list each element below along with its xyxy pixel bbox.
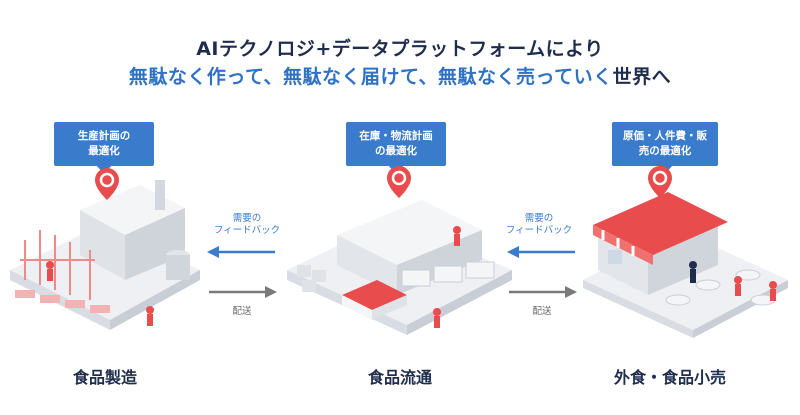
heading-line1: AIテクノロジ+データプラットフォームにより xyxy=(196,38,604,60)
bubble-line: 在庫・物流計画 xyxy=(359,130,433,142)
warehouse-illustration xyxy=(287,166,512,335)
feedback-label-2: 需要の フィードバック xyxy=(496,213,582,237)
stage-bubble-distribution: 在庫・物流計画 の最適化 xyxy=(346,122,446,174)
delivery-label-2: 配送 xyxy=(532,306,552,317)
bubble-line: 原価・人件費・販 xyxy=(623,130,707,142)
logo-pin-icon xyxy=(387,166,411,198)
stage-bubble-retail: 原価・人件費・販 売の最適化 xyxy=(612,122,718,174)
bubble-line: 最適化 xyxy=(88,145,120,157)
heading-line2-tail: 世界へ xyxy=(612,66,672,88)
logo-pin-icon xyxy=(648,166,672,198)
factory-illustration xyxy=(10,168,200,330)
stage-label-retail: 外食・食品小売 xyxy=(613,368,726,387)
feedback-arrow-left-icon xyxy=(507,246,575,258)
stage-label-manufacturing: 食品製造 xyxy=(72,368,137,387)
delivery-label-1: 配送 xyxy=(232,306,252,317)
restaurant-illustration xyxy=(583,166,788,338)
bubble-line: の最適化 xyxy=(375,145,417,157)
stage-bubble-manufacturing: 生産計画の 最適化 xyxy=(54,122,154,174)
feedback-line: 需要の xyxy=(524,213,554,224)
stage-label-distribution: 食品流通 xyxy=(367,368,432,387)
feedback-line: フィードバック xyxy=(213,225,281,236)
delivery-arrow-right-icon xyxy=(209,286,277,298)
delivery-arrow-right-icon xyxy=(509,286,577,298)
feedback-line: 需要の xyxy=(232,213,262,224)
logo-pin-icon xyxy=(95,168,119,200)
feedback-arrow-left-icon xyxy=(207,246,275,258)
bubble-line: 売の最適化 xyxy=(638,145,692,157)
heading-line2-accent: 無駄なく作って、無駄なく届けて、無駄なく売っていく xyxy=(128,66,613,88)
feedback-line: フィードバック xyxy=(505,225,573,236)
feedback-label-1: 需要の フィードバック xyxy=(204,213,290,237)
bubble-line: 生産計画の xyxy=(77,130,131,142)
heading-line2: 無駄なく作って、無駄なく届けて、無駄なく売っていく世界へ xyxy=(0,62,800,89)
